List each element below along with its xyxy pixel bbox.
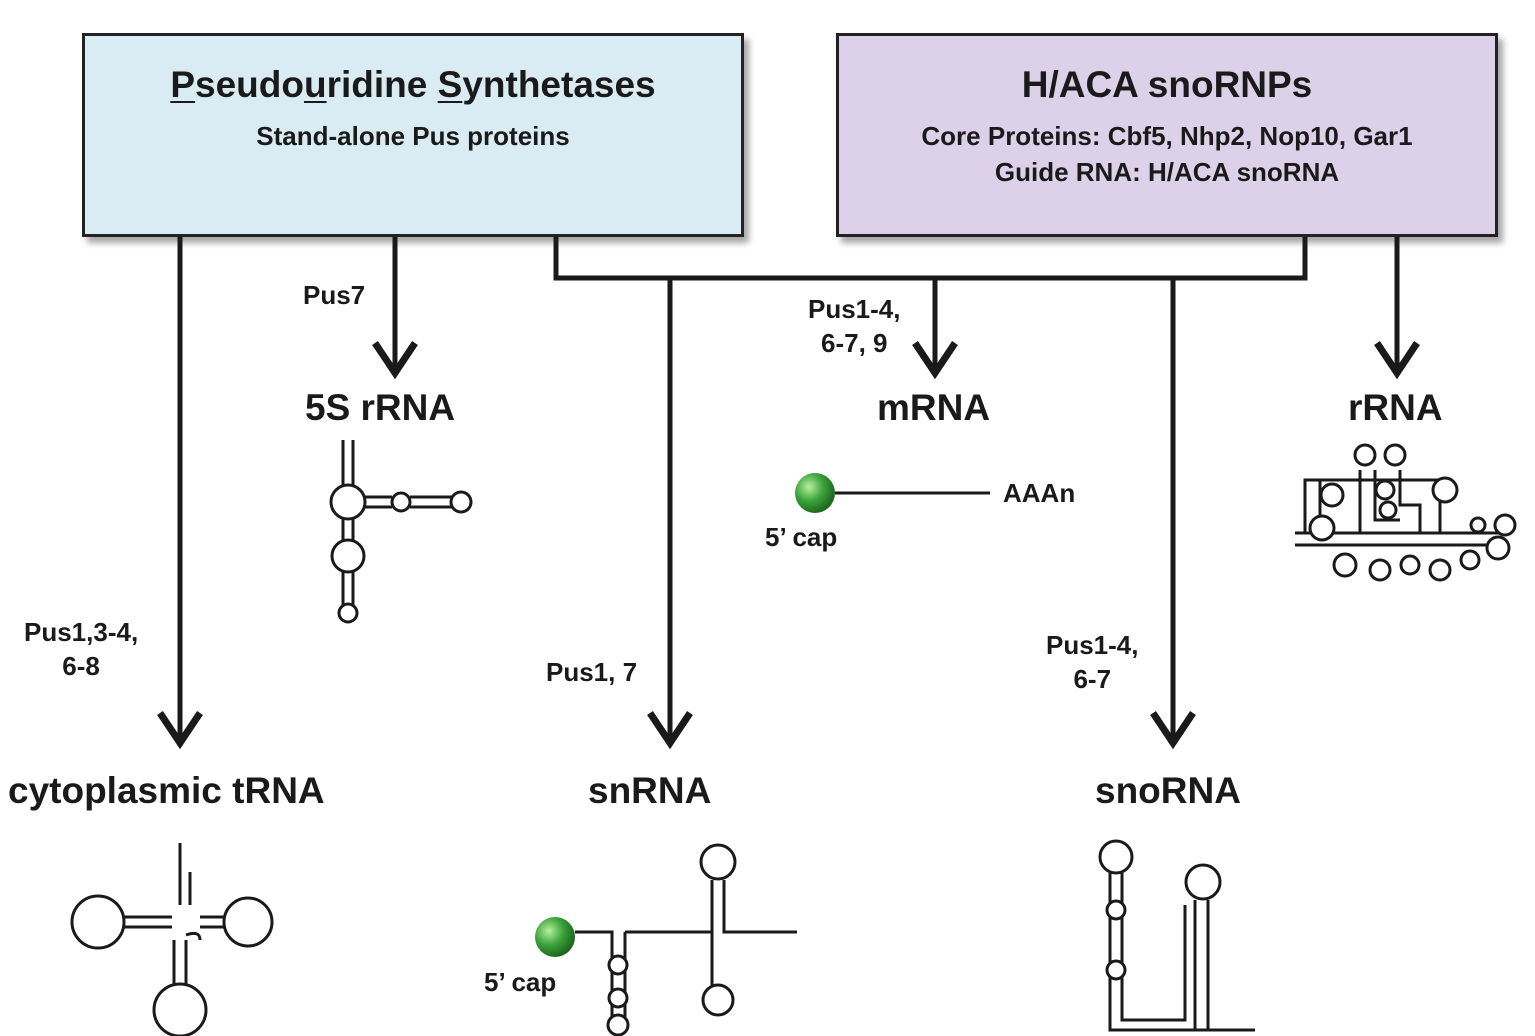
enzyme-label-5s-rrna: Pus7 bbox=[303, 280, 366, 310]
trna-structure bbox=[70, 843, 274, 1036]
enzyme-label-mrna: Pus1-4, 6-7, 9 bbox=[808, 294, 901, 358]
snorna-structure bbox=[1098, 839, 1255, 1032]
enzyme-label-snrna: Pus1, 7 bbox=[546, 657, 638, 687]
target-rrna: rRNA bbox=[1348, 387, 1443, 428]
shared-connector-line bbox=[553, 237, 1308, 281]
mrna-structure bbox=[795, 473, 990, 513]
haca-guide-rna: Guide RNA: H/ACA snoRNA bbox=[994, 157, 1340, 187]
enzyme-label-trna: Pus1,3-4, 6-8 bbox=[24, 617, 139, 681]
target-5s-rrna: 5S rRNA bbox=[305, 387, 456, 428]
arrow-snrna-head bbox=[647, 711, 693, 750]
snrna-cap-label: 5’ cap bbox=[484, 967, 557, 997]
arrow-trna-head bbox=[157, 711, 203, 750]
target-snorna: snoRNA bbox=[1095, 770, 1241, 811]
arrow-5s-head bbox=[372, 341, 418, 380]
haca-core-proteins: Core Proteins: Cbf5, Nhp2, Nop10, Gar1 bbox=[921, 121, 1413, 151]
enzyme-label-snorna: Pus1-4, 6-7 bbox=[1046, 630, 1139, 694]
mrna-polya-tail-label: AAAn bbox=[1003, 478, 1076, 508]
rrna-5s-structure bbox=[329, 440, 473, 624]
arrow-mrna-head bbox=[912, 341, 958, 380]
snrna-5-cap-icon bbox=[535, 917, 575, 957]
rrna-large-structure bbox=[1295, 443, 1517, 582]
arrow-rrna-head bbox=[1374, 341, 1420, 380]
target-cytoplasmic-trna: cytoplasmic tRNA bbox=[8, 770, 325, 811]
mrna-5-cap-icon bbox=[795, 473, 835, 513]
mrna-cap-label: 5’ cap bbox=[765, 522, 838, 552]
haca-snornps-box: H/ACA snoRNPs Core Proteins: Cbf5, Nhp2,… bbox=[836, 33, 1498, 237]
pseudouridine-synthetases-title: Pseudouridine Synthetases bbox=[170, 64, 656, 105]
haca-snornps-title: H/ACA snoRNPs bbox=[1021, 64, 1313, 105]
arrow-snorna-head bbox=[1150, 711, 1196, 750]
target-mrna: mRNA bbox=[877, 387, 991, 428]
pseudouridine-synthetases-box: Pseudouridine Synthetases Stand-alone Pu… bbox=[82, 33, 744, 237]
pseudouridine-synthetases-subtitle: Stand-alone Pus proteins bbox=[256, 121, 570, 151]
target-snrna: snRNA bbox=[588, 770, 712, 811]
snrna-structure bbox=[535, 843, 797, 1036]
